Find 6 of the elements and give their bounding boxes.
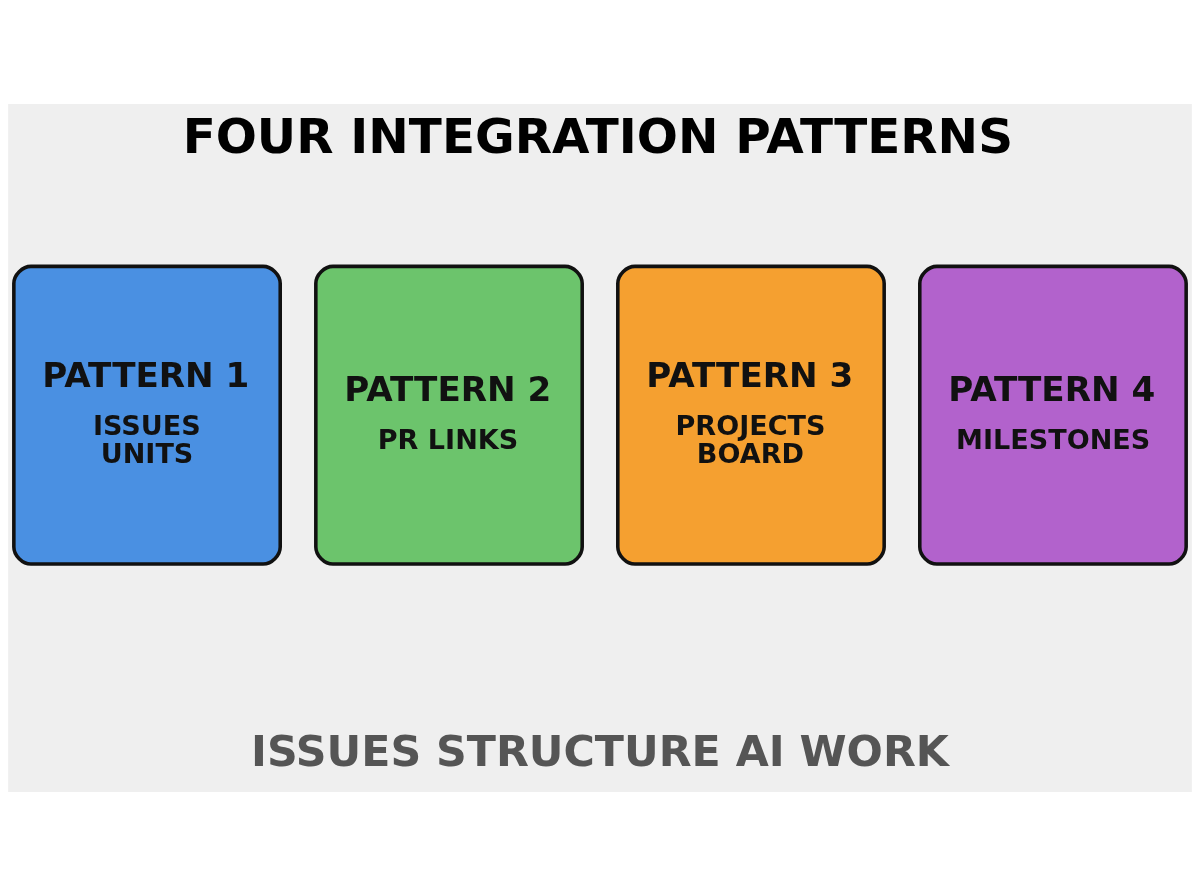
node-box: PATTERN 2 PR LINKS — [314, 264, 584, 566]
node-box: PATTERN 4 MILESTONES — [918, 264, 1188, 566]
node-box: PATTERN 1 ISSUES UNITS — [12, 264, 282, 566]
caption: ISSUES STRUCTURE AI WORK — [251, 726, 949, 777]
diagram-title: FOUR INTEGRATION PATTERNS — [182, 107, 1014, 164]
node-box: PATTERN 3 PROJECTS BOARD — [616, 264, 886, 566]
